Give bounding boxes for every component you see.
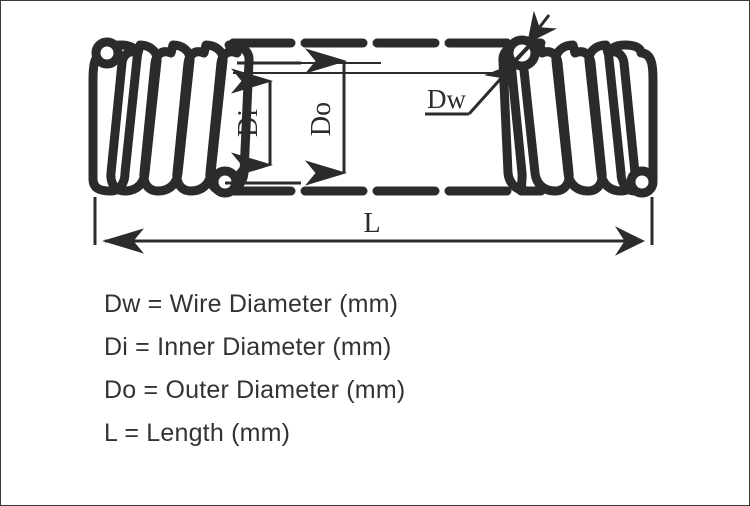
outer-diameter-reference-lines bbox=[228, 38, 546, 196]
dw-leader-line-upper bbox=[527, 10, 558, 44]
wire-diameter-callout: Dw bbox=[233, 10, 558, 116]
coil-loop bbox=[584, 40, 640, 196]
dw-label: Dw bbox=[427, 84, 466, 114]
coil-loop bbox=[551, 40, 607, 196]
length-dimension: L bbox=[93, 197, 654, 256]
l-label: L bbox=[363, 208, 380, 239]
do-label: Do bbox=[306, 102, 337, 136]
coil-loop bbox=[172, 40, 228, 196]
legend-item-outer-diameter: Do = Outer Diameter (mm) bbox=[104, 376, 406, 404]
spring-diagram: Di Do Dw L bbox=[88, 10, 658, 256]
legend: Dw = Wire Diameter (mm) Di = Inner Diame… bbox=[104, 283, 624, 455]
wire-cross-section-left-top bbox=[91, 37, 123, 69]
wire-diameter-slash bbox=[512, 42, 533, 64]
di-label: Di bbox=[233, 109, 264, 137]
coil-loop bbox=[139, 40, 195, 196]
dw-leader-line bbox=[467, 62, 516, 116]
legend-item-wire-diameter: Dw = Wire Diameter (mm) bbox=[104, 290, 399, 318]
inner-diameter-dimension: Di bbox=[225, 61, 301, 185]
wire-cross-section-right-bottom bbox=[626, 166, 658, 198]
coil-loop bbox=[106, 40, 162, 196]
outer-diameter-dimension: Do bbox=[301, 48, 381, 186]
legend-item-inner-diameter: Di = Inner Diameter (mm) bbox=[104, 333, 392, 361]
coil-loop bbox=[604, 40, 658, 196]
legend-item-length: L = Length (mm) bbox=[104, 419, 291, 447]
